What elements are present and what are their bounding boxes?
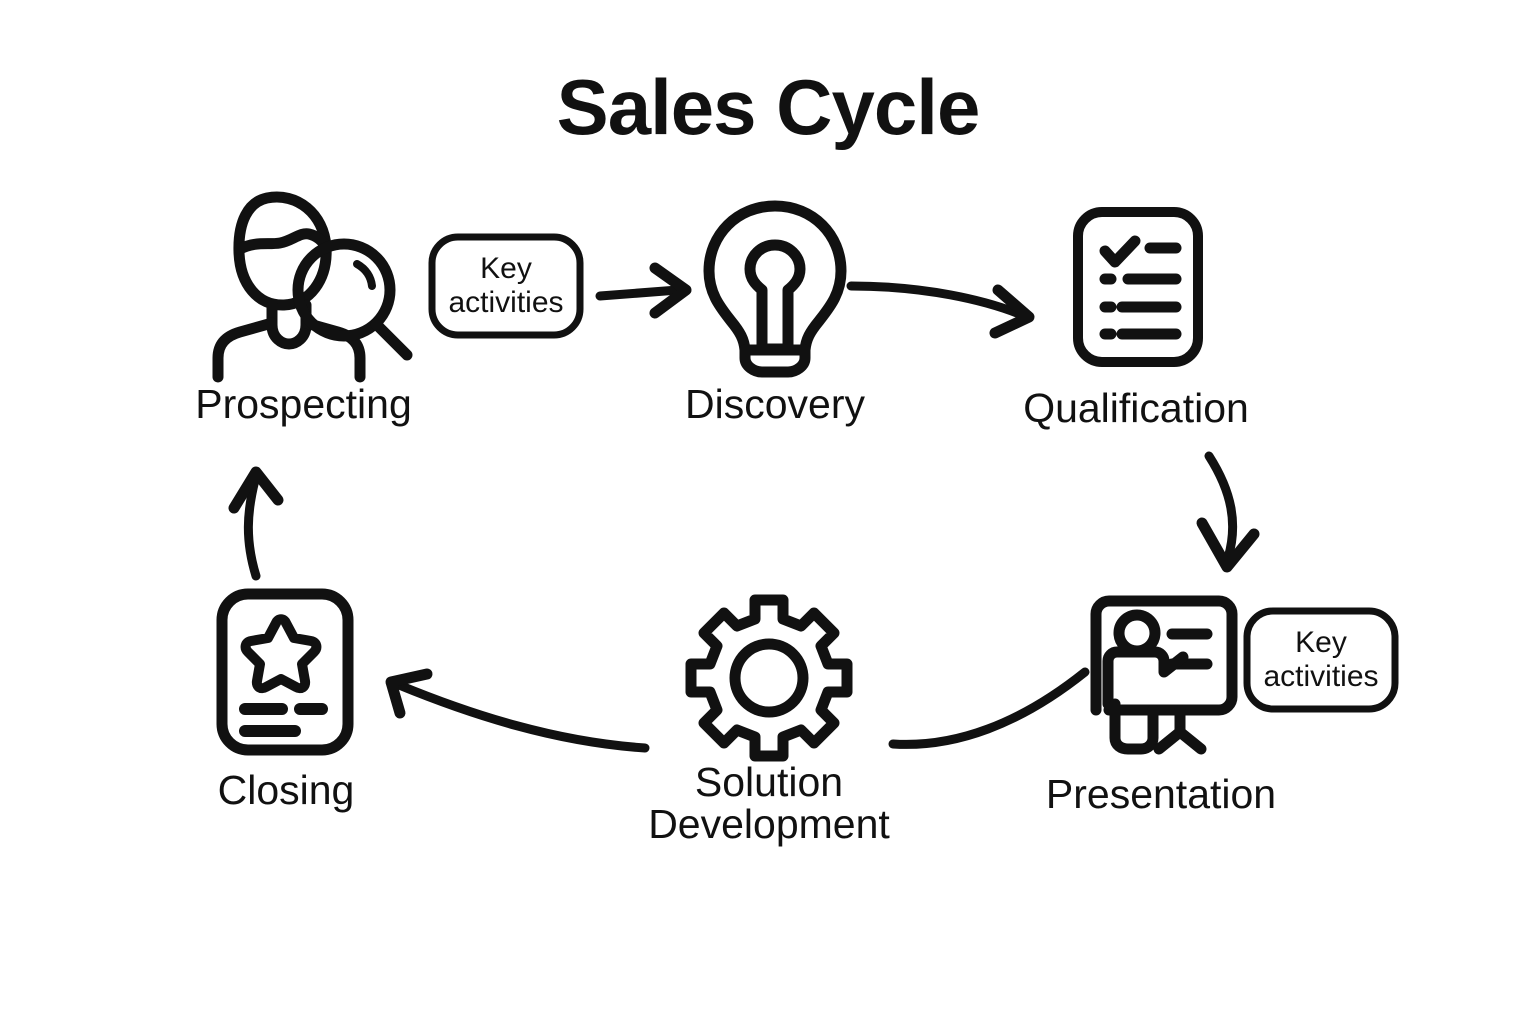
stage-label-solution-development: Solution Development: [648, 759, 890, 847]
connector-prospecting-to-discovery: [595, 262, 692, 319]
connector-discovery-to-qualification: [846, 281, 1035, 339]
award-certificate-icon: [216, 588, 354, 756]
stage-label-discovery: Discovery: [685, 381, 865, 427]
callout-bubble-shape: [1243, 607, 1399, 713]
callout-prospecting[interactable]: Key activities: [427, 232, 585, 340]
connector-solution-to-closing: [385, 668, 650, 753]
stage-label-qualification: Qualification: [1023, 385, 1249, 431]
lightbulb-icon: [703, 200, 847, 378]
stage-label-prospecting: Prospecting: [195, 381, 412, 427]
callout-presentation[interactable]: Key activities: [1242, 606, 1400, 714]
stage-prospecting[interactable]: Prospecting: [195, 191, 413, 425]
connector-presentation-to-solution: [888, 667, 1090, 749]
stage-solution-development[interactable]: Solution Development: [648, 592, 890, 845]
checklist-document-icon: [1073, 207, 1203, 367]
gear-icon: [685, 594, 853, 762]
presentation-board-icon: [1090, 595, 1238, 755]
person-with-magnifier-icon: [212, 191, 413, 383]
callout-presentation-text: Key activities: [1263, 626, 1379, 693]
connector-qualification-to-presentation: [1196, 451, 1260, 573]
stage-discovery[interactable]: Discovery: [685, 200, 865, 425]
page-title: Sales Cycle: [556, 63, 981, 151]
connector-closing-to-prospecting: [228, 466, 284, 581]
stage-presentation[interactable]: Presentation: [1046, 592, 1276, 815]
stage-label-closing: Closing: [217, 767, 355, 813]
stage-qualification[interactable]: Qualification: [1023, 206, 1249, 429]
stage-label-presentation: Presentation: [1045, 771, 1277, 817]
callout-prospecting-text: Key activities: [448, 252, 564, 319]
stage-closing[interactable]: Closing: [216, 588, 354, 811]
callout-bubble-shape: [428, 233, 584, 339]
